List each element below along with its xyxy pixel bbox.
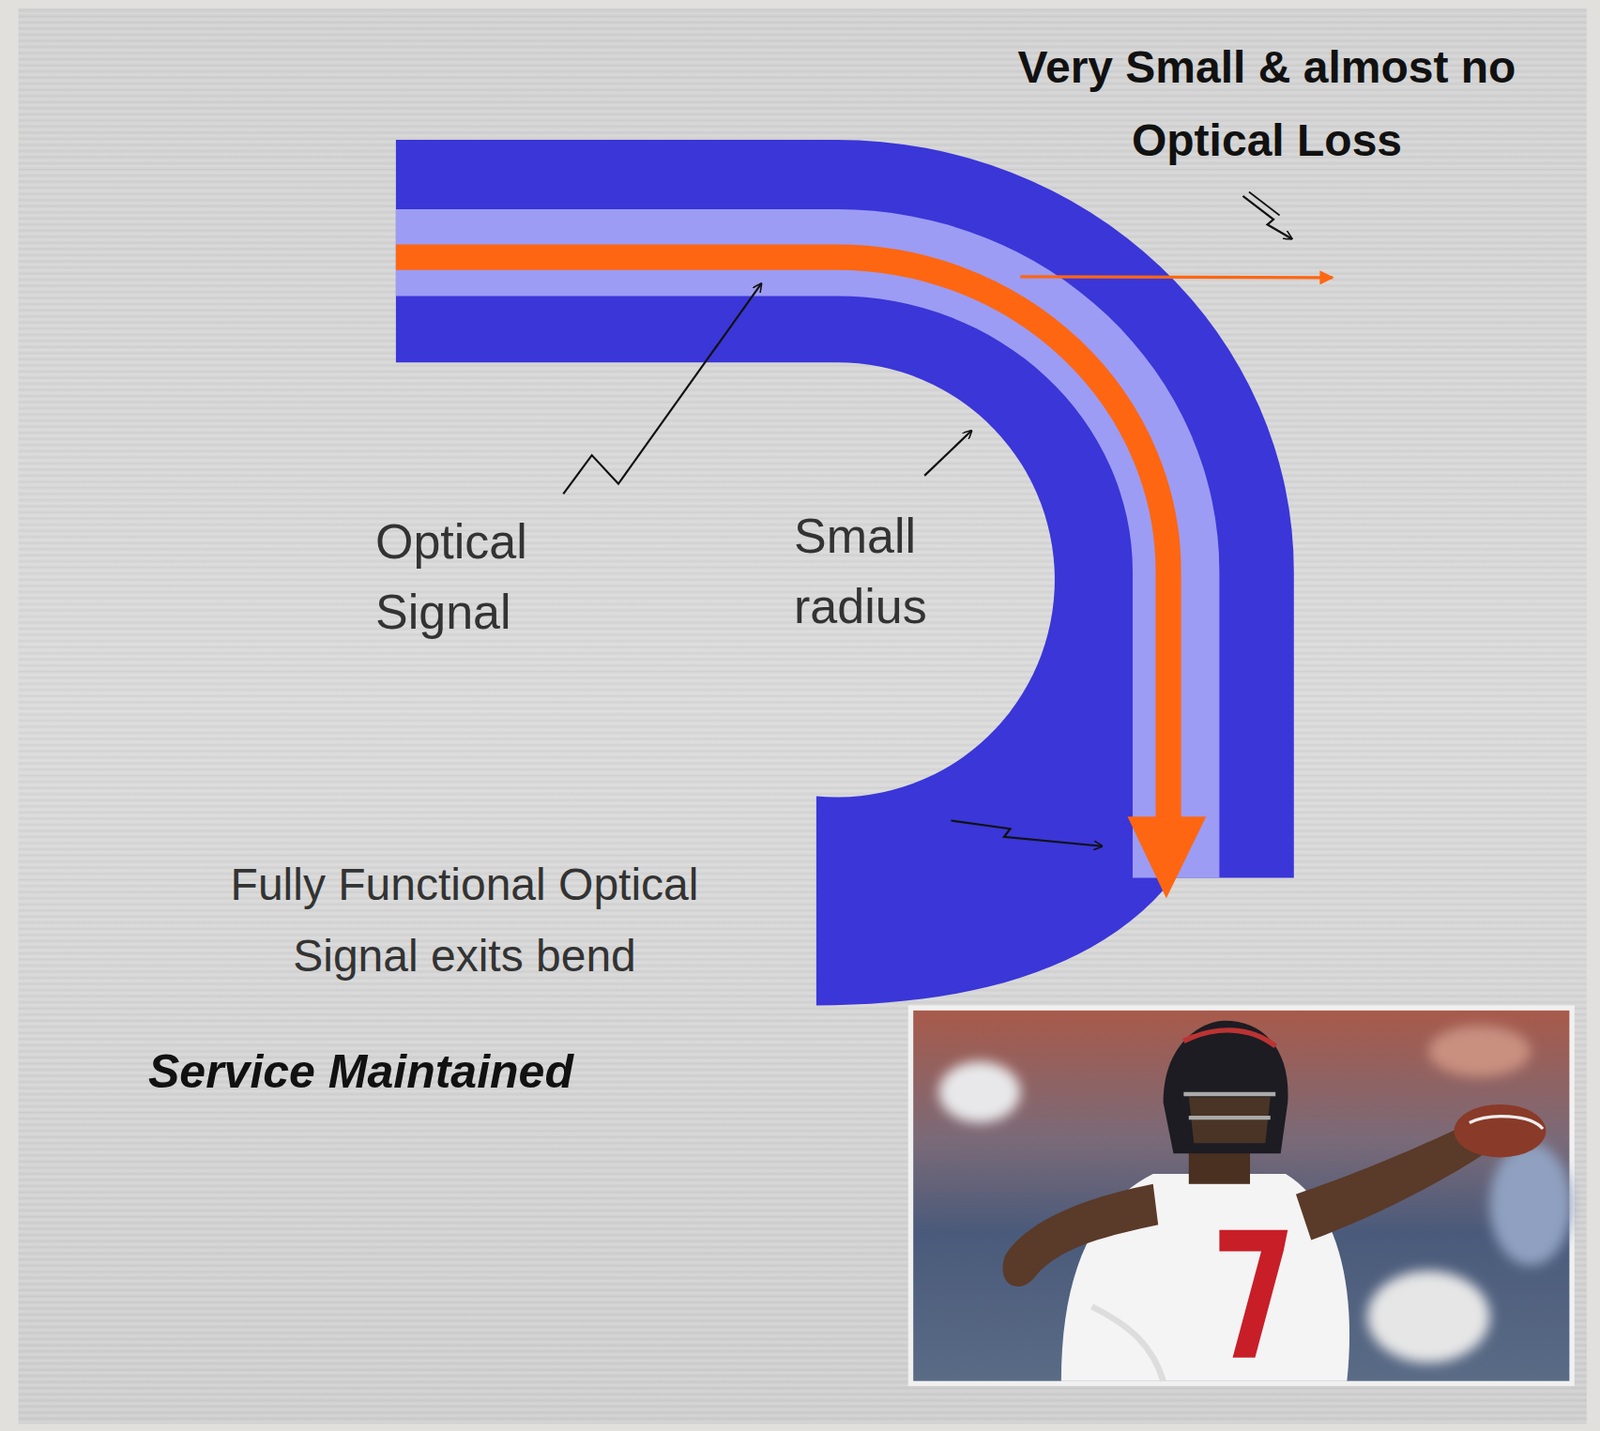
service-note-box: Service Maintained xyxy=(148,1041,806,1103)
signal-label: Optical Signal xyxy=(375,506,573,649)
football-photo xyxy=(908,1005,1575,1387)
loss-note: Very Small & almost no Optical Loss xyxy=(966,30,1568,178)
radius-label-box: Small radius xyxy=(793,501,991,643)
signal-label-box: Optical Signal xyxy=(375,506,573,649)
exit-note-box: Fully Functional Optical Signal exits be… xyxy=(182,849,747,992)
service-note: Service Maintained xyxy=(148,1041,806,1103)
loss-note-box: Very Small & almost no Optical Loss xyxy=(966,30,1568,178)
exit-note: Fully Functional Optical Signal exits be… xyxy=(182,849,747,992)
radius-label: Small radius xyxy=(793,501,991,643)
